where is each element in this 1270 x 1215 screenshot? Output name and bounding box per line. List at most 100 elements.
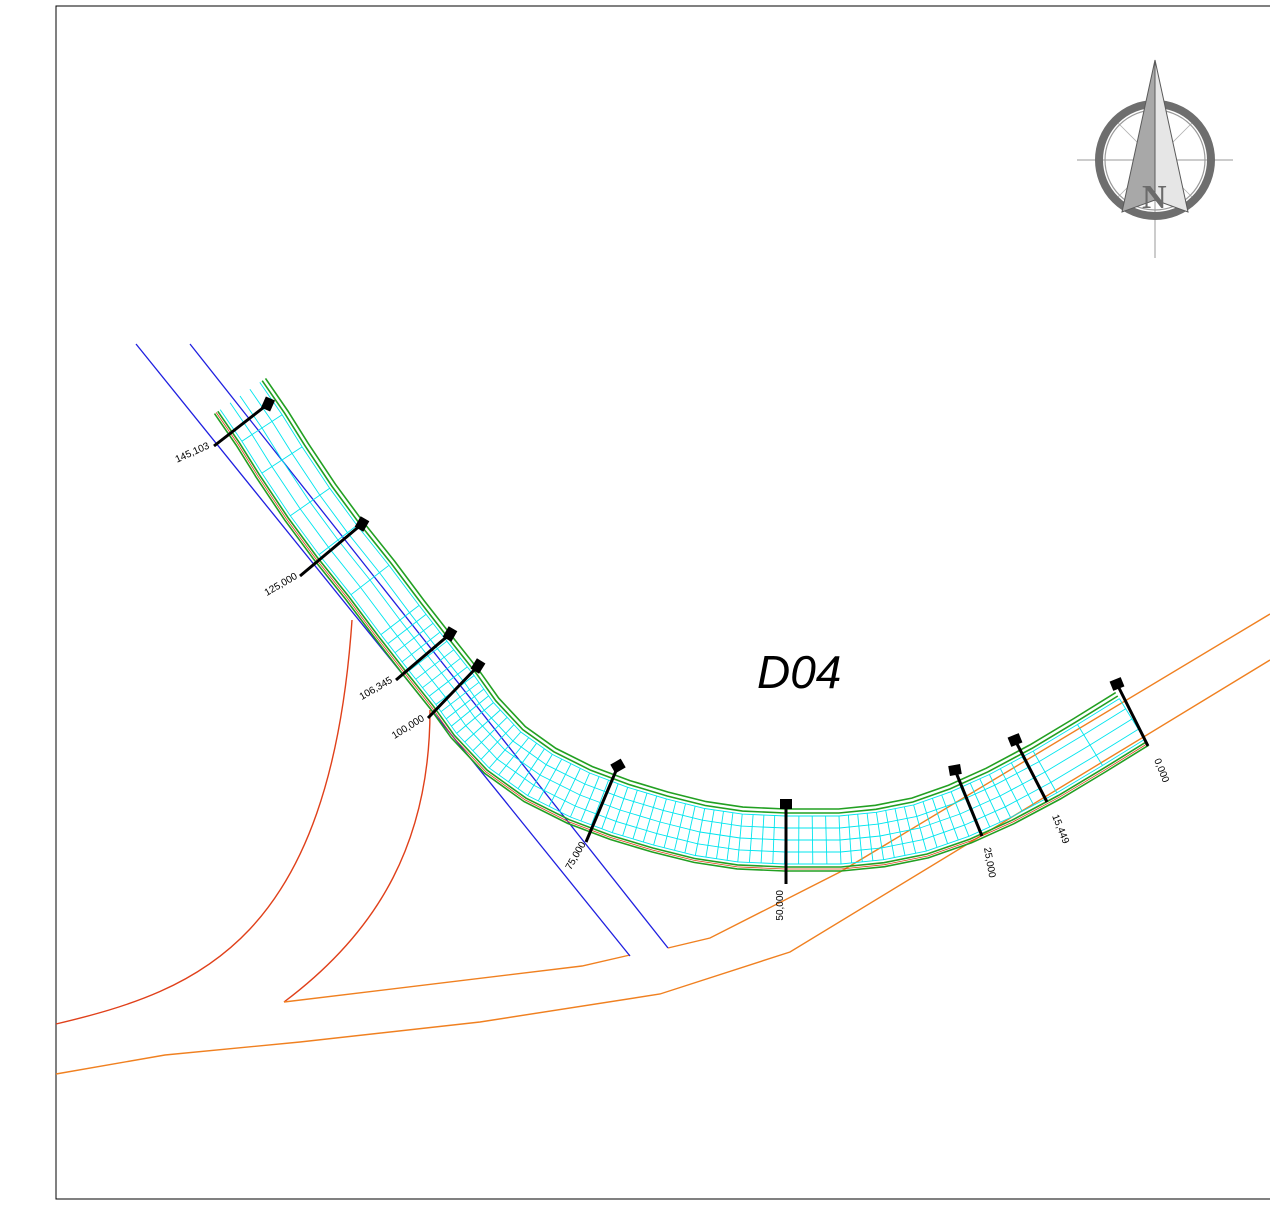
- lane-rib: [611, 787, 629, 833]
- lane-rib: [601, 783, 619, 829]
- station-tick-line: [953, 769, 984, 837]
- lane-rib: [472, 716, 508, 752]
- lane-line: [249, 388, 1126, 829]
- station-tick: 15,449: [1007, 733, 1071, 846]
- station-marker-icon: [470, 658, 486, 674]
- station-label: 0,000: [1151, 757, 1171, 785]
- reference-lines: [135, 343, 669, 957]
- road-edge-line: [261, 380, 1119, 814]
- station-tick-line: [426, 664, 480, 720]
- lane-rib: [979, 778, 1001, 823]
- road-edge-redline: [215, 412, 1148, 870]
- station-marker-icon: [260, 396, 276, 412]
- lane-rib: [726, 812, 734, 861]
- station-marker-icon: [1109, 677, 1125, 691]
- lane-rib: [922, 801, 938, 848]
- north-letter: N: [1142, 179, 1167, 216]
- lane-rib: [999, 768, 1023, 812]
- lane-rib: [440, 681, 480, 713]
- station-label: 75,000: [564, 840, 589, 872]
- lane-rib: [969, 782, 991, 828]
- station-ticks: 0,000 15,449 25,000 50,000 75,000 100,000 106,…: [174, 396, 1171, 921]
- station-label: 145,103: [174, 441, 212, 466]
- lane-rib: [716, 811, 724, 859]
- lane-rib: [488, 731, 522, 769]
- lane-rib: [1010, 762, 1035, 806]
- lane-rib: [811, 815, 814, 865]
- lane-rib: [480, 724, 515, 760]
- lane-rib: [847, 815, 853, 863]
- lane-rib: [428, 666, 468, 697]
- lane-rib: [663, 801, 677, 848]
- lane-rib: [464, 709, 501, 743]
- lane-rib: [674, 803, 686, 851]
- lane-line: [259, 382, 1120, 817]
- lane-rib: [950, 791, 970, 837]
- station-tick-line: [584, 765, 620, 843]
- station-label: 50,000: [775, 890, 786, 921]
- station-marker-icon: [1007, 733, 1023, 747]
- station-label: 106,345: [358, 675, 395, 703]
- existing-road-south-edge: [55, 659, 1270, 1075]
- lane-rib: [422, 657, 461, 689]
- station-marker-icon: [610, 758, 626, 774]
- lane-rib: [569, 772, 591, 818]
- station-tick: 25,000: [948, 764, 997, 879]
- station-tick-line: [299, 522, 363, 578]
- lane-rib: [415, 649, 454, 680]
- lane-rib: [517, 748, 545, 789]
- lane-rib: [580, 776, 600, 822]
- lane-rib: [931, 798, 949, 844]
- lane-rib: [508, 742, 537, 783]
- station-tick-line: [213, 402, 269, 448]
- lane-rib: [380, 605, 420, 635]
- lane-rib: [653, 798, 667, 846]
- station-marker-icon: [948, 764, 962, 776]
- reference-line-east: [189, 343, 669, 949]
- lane-rib: [903, 806, 917, 854]
- lane-rib: [838, 815, 842, 865]
- lane-rib: [866, 813, 874, 861]
- lane-rib: [537, 758, 563, 802]
- lane-rib: [548, 763, 572, 807]
- road-edges: [213, 377, 1149, 872]
- lane-rib: [318, 525, 358, 555]
- station-label: 15,449: [1049, 813, 1071, 846]
- lane-rib: [875, 812, 885, 860]
- lane-rib: [684, 806, 696, 853]
- lane-rib: [1077, 724, 1103, 766]
- road-title: D04: [757, 646, 841, 698]
- lane-grid: [219, 382, 1145, 865]
- existing-road-connector: [667, 613, 1270, 949]
- station-label: 100,000: [390, 713, 427, 742]
- station-tick: 50,000: [775, 799, 792, 921]
- lane-rib: [894, 808, 906, 856]
- lane-rib: [261, 446, 303, 474]
- lane-rib: [1032, 750, 1058, 794]
- north-arrow-icon: N: [1077, 59, 1233, 258]
- lane-rib: [350, 564, 390, 596]
- lane-rib: [527, 754, 553, 796]
- lane-rib: [290, 487, 330, 517]
- lane-rib: [498, 737, 530, 776]
- lane-rib: [988, 774, 1012, 818]
- station-tick: 145,103: [174, 396, 276, 466]
- existing-roads: [55, 613, 1270, 1075]
- station-tick: 0,000: [1109, 677, 1171, 785]
- station-marker-icon: [442, 626, 458, 642]
- lane-rib: [408, 640, 448, 672]
- lane-rib: [772, 815, 776, 864]
- lane-rib: [705, 809, 715, 858]
- reference-line-west: [135, 343, 631, 957]
- lane-rib: [885, 810, 895, 858]
- station-tick-line: [1013, 739, 1049, 803]
- lane-rib: [445, 688, 485, 720]
- road-edge-line: [217, 410, 1147, 868]
- lane-rib: [559, 768, 581, 812]
- lane-rib: [642, 795, 658, 843]
- sheet-border: [55, 5, 1270, 1200]
- station-marker-icon: [354, 516, 370, 532]
- lane-rib: [694, 808, 706, 856]
- lane-rib: [590, 779, 610, 826]
